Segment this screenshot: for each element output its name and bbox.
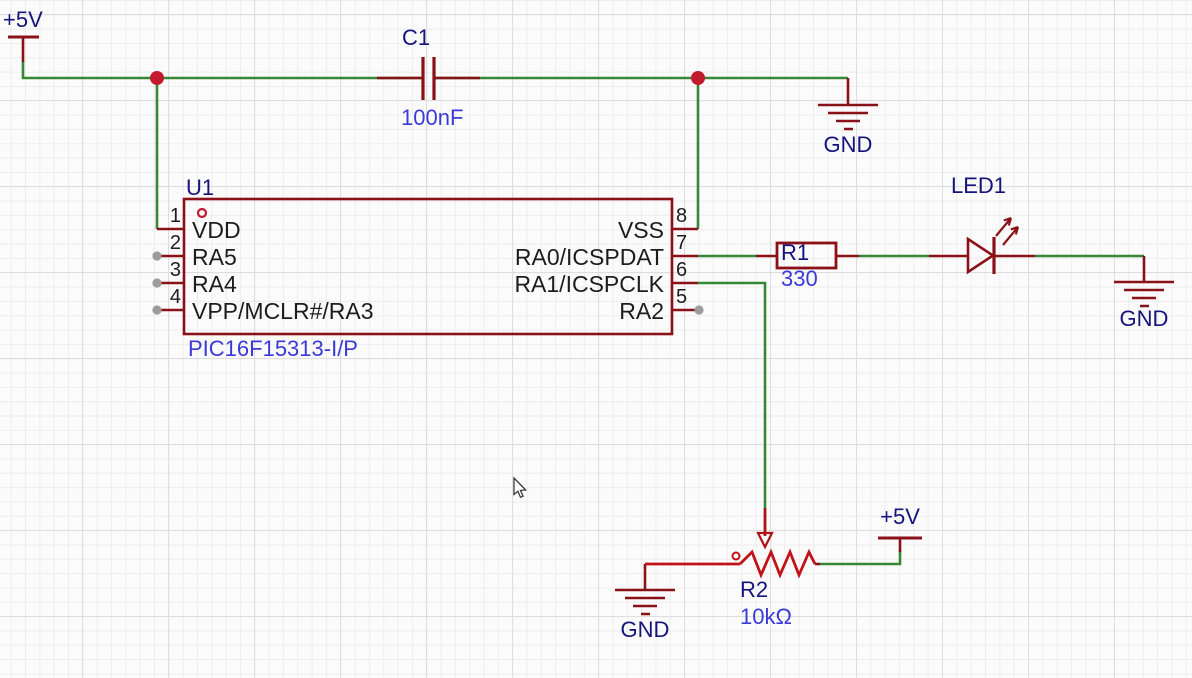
potentiometer-r2-symbol[interactable] [645,508,820,579]
led-triangle [966,236,996,275]
wires [21,61,1144,566]
r1-ref-label[interactable]: R1 [781,240,810,265]
c1-value-label[interactable]: 100nF [401,105,464,130]
u1-pin-number: 5 [676,286,688,308]
u1-pin-name: RA2 [619,298,664,324]
u1-pin-name: RA0/ICSPDAT [514,244,664,270]
net-label-vcc-pot[interactable]: +5V [880,504,920,529]
wire-vcc-to-c1[interactable] [21,61,422,80]
u1-pin-name: VPP/MCLR#/RA3 [192,298,374,324]
u1-ref-label[interactable]: U1 [186,175,215,200]
gnd-symbol-led[interactable] [1114,256,1174,308]
power-5v-symbol-pot[interactable] [878,536,922,552]
pin1-marker-icon [196,207,208,219]
u1-pin-name: VSS [617,217,664,243]
u1-pin-number: 2 [169,232,181,254]
u1-pin-number: 8 [676,205,688,227]
capacitor-c1-symbol[interactable] [377,57,480,100]
c1-ref-label[interactable]: C1 [402,25,431,50]
led1-ref-label[interactable]: LED1 [951,173,1007,198]
net-label-gnd-pot[interactable]: GND [620,617,670,642]
u1-pin-name: RA4 [192,271,237,297]
power-5v-symbol-top[interactable] [8,35,39,62]
capacitor-plates [421,57,436,100]
u1-pin-number: 7 [676,232,688,254]
pot-zigzag [739,548,817,579]
u1-value-label[interactable]: PIC16F15313-I/P [188,336,358,361]
wire-pot-to-vcc[interactable] [820,551,902,566]
u1-pin-number: 3 [169,259,181,281]
u1-pin-name: VDD [192,217,241,243]
u1-pin-name: RA1/ICSPCLK [514,271,664,297]
u1-pin-number: 6 [676,259,688,281]
u1-pin-name: RA5 [192,244,237,270]
r1-value-label[interactable]: 330 [781,266,818,291]
ic-body [182,197,674,336]
ic-left-pin-stubs [157,227,184,312]
r2-value-label[interactable]: 10kΩ [740,604,792,629]
gnd-symbol-top[interactable] [818,78,878,131]
junction-dot[interactable] [150,71,164,85]
ic-u1-symbol[interactable] [152,197,704,336]
gnd-symbol-pot[interactable] [615,564,675,616]
r2-ref-label[interactable]: R2 [740,577,769,602]
u1-pin-number: 4 [169,286,181,308]
net-label-vcc-top[interactable]: +5V [3,7,43,32]
net-label-gnd-top[interactable]: GND [823,132,873,157]
resistor-r1-symbol[interactable] [756,241,859,270]
pot-wiper-arrow-icon [756,508,774,550]
mouse-cursor-icon [513,476,528,499]
pot-pin1-marker-icon [731,551,741,561]
junction-dot[interactable] [691,71,705,85]
led-emission-arrows-icon [995,216,1020,246]
ic-right-pin-stubs [672,227,698,312]
u1-pin-number: 1 [169,205,181,227]
wire-ra1-to-pot[interactable] [698,281,767,508]
net-label-gnd-led[interactable]: GND [1119,306,1169,331]
resistor-body [775,241,838,270]
unconnected-pin-dots [152,251,704,315]
led1-symbol[interactable] [929,216,1035,275]
